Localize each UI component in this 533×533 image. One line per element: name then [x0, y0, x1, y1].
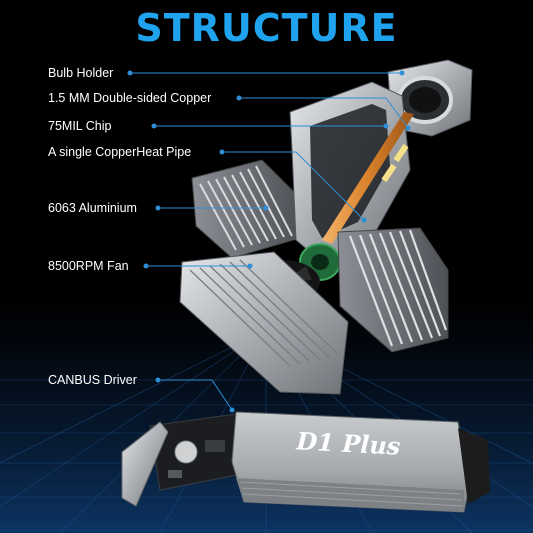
driver-box-text: D1 Plus [295, 426, 402, 460]
label-double-sided-copper: 1.5 MM Double-sided Copper [48, 91, 212, 105]
leader-lines [130, 72, 409, 411]
leader-dots [127, 70, 411, 413]
fin-block-lower [179, 251, 349, 395]
canbus-driver-part: D1 Plus [121, 411, 490, 513]
label-fan: 8500RPM Fan [48, 259, 129, 273]
label-bulb-holder: Bulb Holder [48, 66, 114, 80]
label-aluminium: 6063 Aluminium [48, 201, 137, 215]
page-title: STRUCTURE [135, 6, 398, 50]
label-chip: 75MIL Chip [48, 119, 112, 133]
bracket-body [289, 81, 411, 263]
heatsink-left [191, 159, 301, 259]
copper-heat-pipe-part [322, 112, 414, 244]
label-copper-heat-pipe: A single CopperHeat Pipe [48, 145, 192, 159]
heatsink-right [337, 227, 449, 353]
label-canbus-driver: CANBUS Driver [48, 373, 137, 387]
